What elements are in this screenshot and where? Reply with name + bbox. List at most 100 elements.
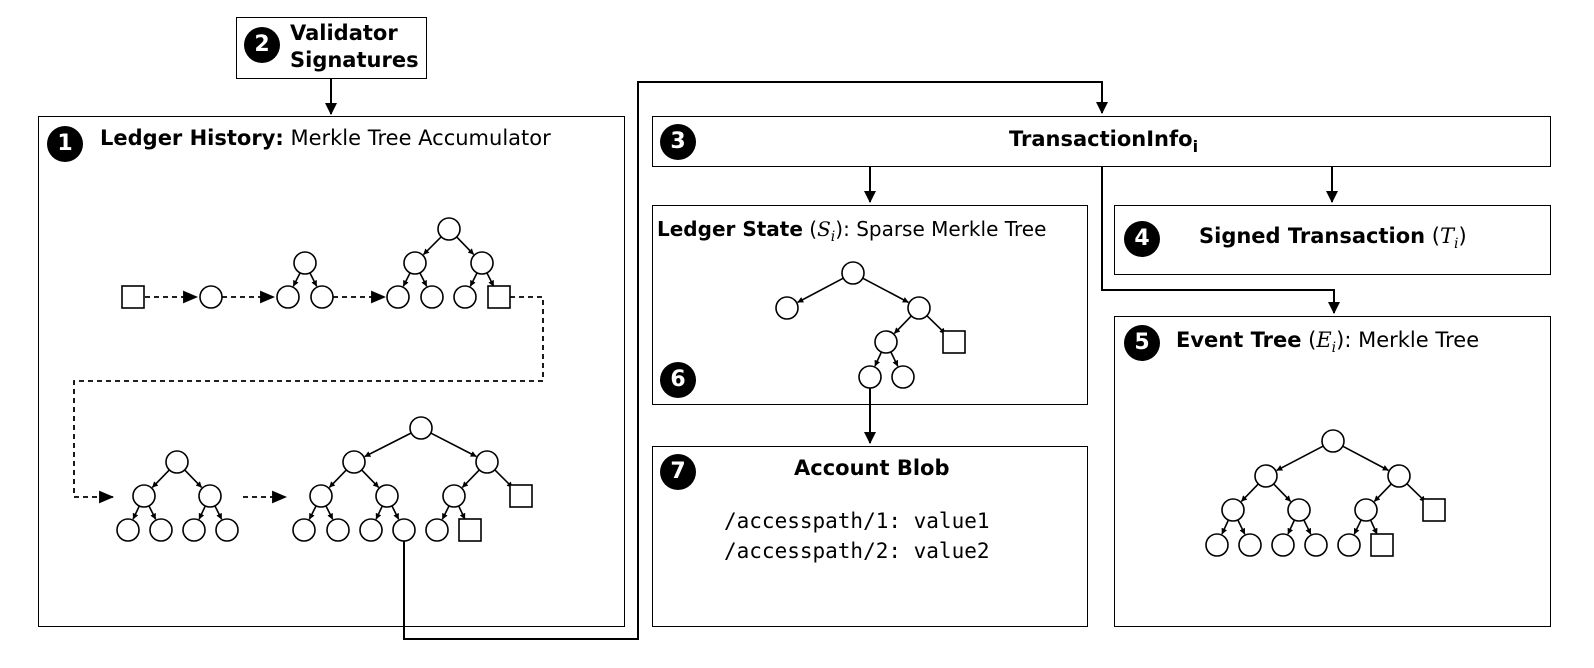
tree-node (359, 518, 383, 542)
account-blob-box (652, 446, 1088, 627)
badge-3: 3 (660, 124, 696, 160)
tree-node (437, 217, 461, 241)
tree-node (116, 518, 140, 542)
tree-node (1205, 533, 1229, 557)
tree-node (392, 518, 416, 542)
tree-node (858, 365, 882, 389)
tree-edge (1221, 519, 1230, 535)
leaf-square (121, 285, 145, 309)
signed-transaction-box (1114, 205, 1551, 275)
tree-node (386, 285, 410, 309)
tree-edge (1273, 483, 1292, 502)
tree-node (215, 518, 239, 542)
tree-edge (874, 351, 883, 367)
leaf-square (509, 484, 533, 508)
tree-edge (469, 272, 478, 287)
ledger-history-title: Ledger History: Merkle Tree Accumulator (100, 126, 551, 150)
tree-node (1238, 533, 1262, 557)
tree-node (409, 416, 433, 440)
leaf-square (1422, 498, 1446, 522)
ledger-state-title: Ledger State (Si): Sparse Merkle Tree (657, 217, 1047, 245)
validator-label-line1: Validator (290, 21, 398, 45)
tree-edge (1240, 483, 1259, 502)
tree-edge (402, 272, 411, 287)
tree-edge (486, 272, 495, 287)
badge-2: 2 (244, 27, 280, 63)
tree-node (375, 484, 399, 508)
tree-edge (292, 272, 301, 287)
transaction-info-title: TransactionInfoi (1009, 127, 1199, 156)
tree-node (1287, 498, 1311, 522)
info-to-event-tree-connector (1101, 167, 1340, 314)
account-blob-entry-2: /accesspath/2: value2 (724, 539, 990, 563)
tree-edge (151, 469, 170, 488)
tree-node (132, 484, 156, 508)
tree-edge (461, 469, 480, 488)
badge-7: 7 (660, 454, 696, 490)
tree-edge (184, 469, 203, 488)
tree-node (442, 484, 466, 508)
tree-node (907, 296, 931, 320)
tree-edge (457, 505, 466, 520)
tree-node (420, 285, 444, 309)
tree-edge (862, 277, 909, 304)
tree-node (453, 285, 477, 309)
tree-node (292, 518, 316, 542)
tree-node (165, 450, 189, 474)
tree-node (198, 484, 222, 508)
tree-edge (361, 469, 380, 488)
tree-node (775, 296, 799, 320)
event-tree-box (1114, 316, 1551, 627)
tree-edge (214, 505, 223, 520)
tree-edge (325, 505, 334, 520)
account-blob-entry-1: /accesspath/1: value1 (724, 509, 990, 533)
leaf-square (942, 330, 966, 354)
tree-node (310, 285, 334, 309)
tree-node (1304, 533, 1328, 557)
ledger-history-box (38, 116, 625, 627)
tree-edge (441, 505, 450, 520)
tree-edge (391, 505, 400, 520)
tree-node (891, 365, 915, 389)
tree-edge (375, 505, 384, 520)
tree-node (1337, 533, 1361, 557)
tree-edge (1276, 445, 1324, 472)
tree-edge (422, 236, 442, 256)
badge-5: 5 (1124, 325, 1160, 361)
leaf-square (458, 518, 482, 542)
tree-edge (797, 277, 844, 304)
tree-edge (308, 505, 317, 520)
tree-node (326, 518, 350, 542)
tree-edge (1373, 483, 1392, 502)
badge-1: 1 (47, 126, 83, 162)
tree-node (1354, 498, 1378, 522)
tree-edge (328, 469, 347, 488)
tree-node (1271, 533, 1295, 557)
transaction-info-box (652, 116, 1551, 167)
tree-node (342, 450, 366, 474)
tree-node (425, 518, 449, 542)
tree-edge (1303, 519, 1312, 535)
tree-edge (1287, 519, 1296, 535)
history-to-transaction-info-connector (403, 81, 1108, 640)
tree-node (293, 251, 317, 275)
tree-edge (456, 236, 475, 255)
validator-label-line2: Signatures (290, 48, 419, 72)
account-blob-title: Account Blob (794, 456, 950, 480)
tree-node (403, 251, 427, 275)
tree-node (309, 484, 333, 508)
tree-node (276, 285, 300, 309)
tree-edge (430, 432, 477, 458)
badge-6: 6 (660, 362, 696, 398)
tree-edge (893, 315, 912, 334)
accumulator-wrap-arrow (73, 296, 544, 504)
tree-edge (890, 351, 899, 367)
tree-node (874, 330, 898, 354)
tree-node (470, 251, 494, 275)
tree-node (199, 285, 223, 309)
tree-edge (198, 505, 207, 520)
tree-edge (1237, 519, 1246, 535)
tree-node (182, 518, 206, 542)
